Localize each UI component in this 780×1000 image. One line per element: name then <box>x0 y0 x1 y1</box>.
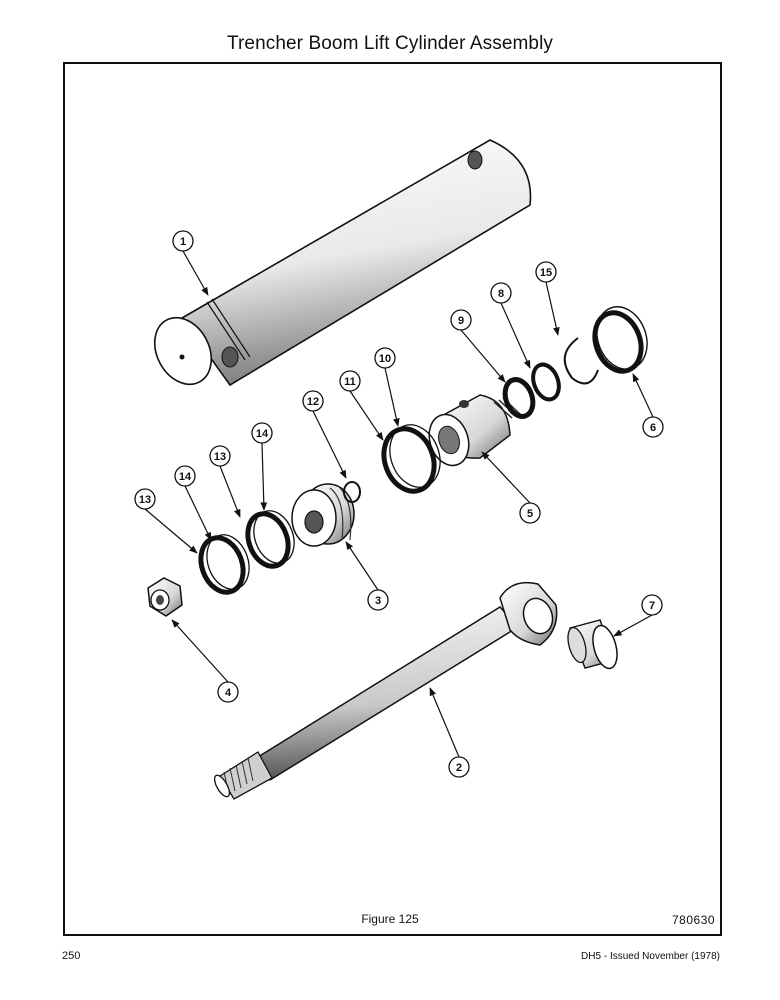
o-ring-12 <box>343 481 361 503</box>
piston-part <box>291 483 355 547</box>
cylinder-tube-part <box>153 139 532 387</box>
wear-ring-14b <box>245 511 291 569</box>
callout-5: 5 <box>527 508 533 520</box>
wiper-ring-8 <box>531 362 561 402</box>
figure-frame <box>63 62 722 936</box>
figure-caption: Figure 125 <box>361 912 419 926</box>
callout-14-left: 14 <box>179 471 192 483</box>
callout-13-right: 13 <box>214 451 226 463</box>
callout-4: 4 <box>225 687 232 699</box>
callout-13-left: 13 <box>139 494 151 506</box>
backup-ring-11 <box>389 424 441 488</box>
callout-circles <box>134 230 664 778</box>
piston-rod-part <box>213 581 558 800</box>
seal-ring-13a <box>198 535 246 595</box>
callout-1: 1 <box>180 236 186 248</box>
leader-lines <box>144 250 654 758</box>
seal-ring-13b <box>253 510 295 564</box>
callout-6: 6 <box>650 422 656 434</box>
gland-part <box>428 394 521 467</box>
figure-code: 780630 <box>672 913 716 927</box>
page-number: 250 <box>62 950 81 962</box>
callout-12: 12 <box>307 396 319 408</box>
callout-8: 8 <box>498 288 504 300</box>
snap-ring-15 <box>563 337 599 385</box>
lock-nut-part <box>147 577 183 617</box>
wear-ring-14a <box>206 534 250 590</box>
callout-3: 3 <box>375 595 381 607</box>
callout-14-right: 14 <box>256 428 269 440</box>
issue-info: DH5 - Issued November (1978) <box>581 951 720 962</box>
seal-ring-9 <box>502 377 536 419</box>
callout-9: 9 <box>458 315 464 327</box>
bushing-part <box>567 619 618 670</box>
callout-7: 7 <box>649 600 655 612</box>
callout-15: 15 <box>540 267 552 279</box>
callout-10: 10 <box>379 353 391 365</box>
callout-2: 2 <box>456 762 462 774</box>
page-title: Trencher Boom Lift Cylinder Assembly <box>226 33 553 54</box>
lock-ring-part <box>592 306 648 374</box>
callout-11: 11 <box>344 376 356 388</box>
